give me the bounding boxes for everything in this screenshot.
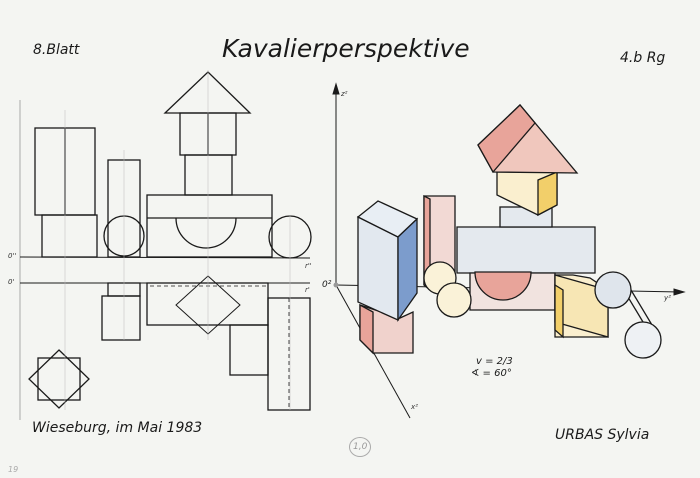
place-date: Wieseburg, im Mai 1983	[32, 420, 203, 436]
cavalier-origin-label: 0²	[322, 280, 332, 290]
y-axis-label: y²	[664, 294, 671, 302]
sheet-number: 8.Blatt	[33, 42, 80, 58]
x-axis-label: x²	[411, 403, 418, 411]
grade-mark: 1,0	[349, 437, 372, 457]
class-label: 4.b Rg	[620, 50, 666, 66]
ratio-label: v = 2/3	[476, 356, 513, 367]
cavalier-solids	[356, 104, 662, 359]
z-axis-label: z²	[341, 90, 348, 98]
angle-label: ∢ = 60°	[471, 368, 512, 379]
orthographic-views	[19, 70, 312, 420]
front-axis-label: r''	[305, 262, 312, 270]
top-axis-label: r'	[305, 286, 310, 294]
author-name: URBAS Sylvia	[555, 427, 650, 443]
corner-note: 19	[8, 465, 19, 474]
top-origin-label: 0'	[8, 278, 15, 286]
drawing-title: Kavalierperspektive	[222, 34, 470, 63]
front-origin-label: 0''	[8, 252, 17, 260]
